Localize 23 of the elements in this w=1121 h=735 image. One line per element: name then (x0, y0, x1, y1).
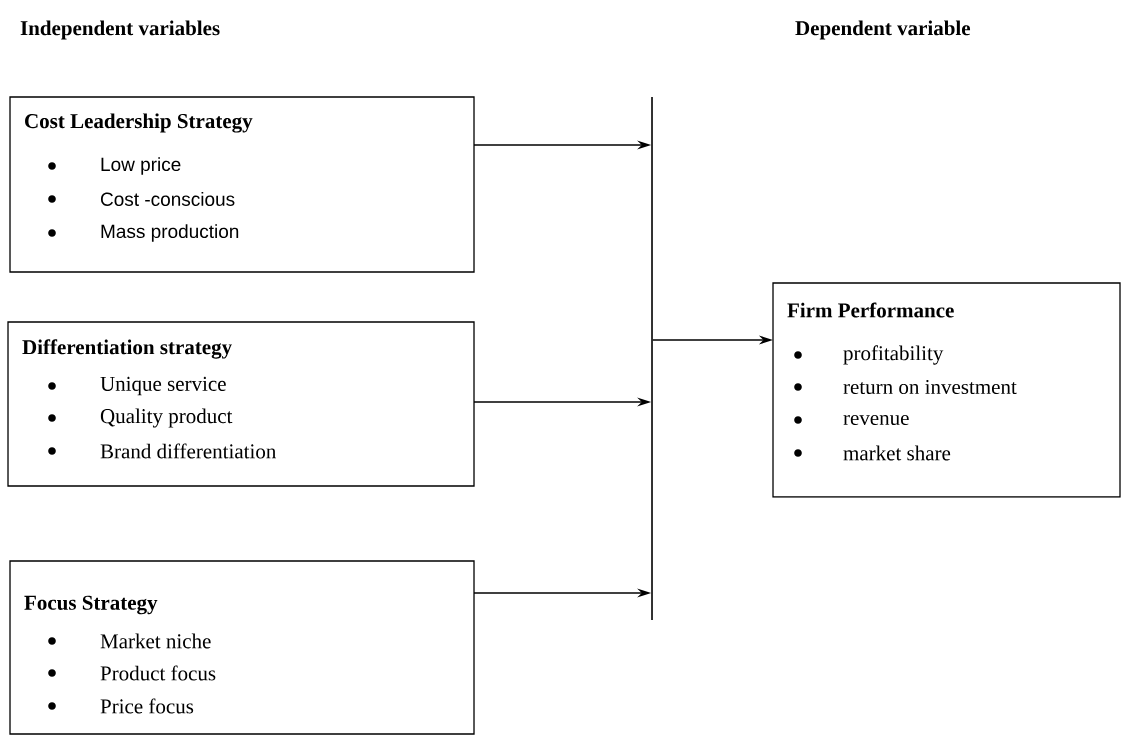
list-item: Price focus (48, 698, 194, 714)
column-heading: Independent variables (20, 20, 220, 40)
box-heading: Firm Performance (787, 302, 954, 318)
list-item: Unique service (48, 376, 226, 396)
list-item: Product focus (48, 665, 216, 681)
column-heading: Dependent variable (795, 20, 971, 40)
list-item: profitability (794, 345, 944, 365)
list-item: Cost -conscious (48, 192, 235, 206)
list-item: Market niche (48, 633, 211, 649)
list-item: revenue (794, 414, 909, 426)
strategy-box (9, 560, 475, 735)
list-item: market share (794, 445, 951, 461)
list-item: Quality product (48, 408, 233, 428)
box-heading: Focus Strategy (24, 595, 158, 615)
strategy-box (772, 282, 1121, 498)
list-item: return on investment (794, 379, 1017, 395)
strategy-box (7, 321, 475, 487)
box-heading: Cost Leadership Strategy (25, 113, 253, 133)
list-item: Low price (48, 157, 181, 175)
strategy-box (9, 96, 475, 273)
list-item: Brand differentiation (48, 443, 276, 459)
list-item: Mass production (48, 224, 239, 242)
box-heading: Differentiation strategy (22, 339, 232, 359)
